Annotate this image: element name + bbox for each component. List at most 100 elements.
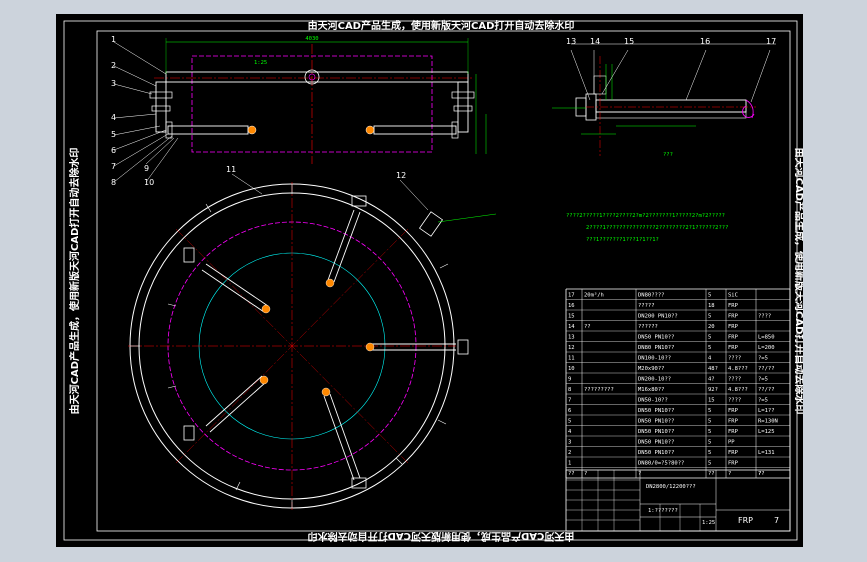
cad-drawing-canvas[interactable]: 由天河CAD产品生成，使用新版天河CAD打开自动去除水印 由天河CAD产品生成，… [56,14,803,547]
bom-cell-qty: 5 [708,345,711,351]
title-material: FRP [738,516,753,525]
bom-cell-mat: FRP [728,461,739,467]
bom-cell-mat: PP [728,440,735,446]
bom-cell-no: 16 [568,303,575,309]
bom-cell-spec: DN80/0=?5?80?? [638,461,684,467]
bom-cell-spec: M16x80?? [638,387,665,393]
part-label-3: 3 [111,79,116,88]
bom-cell-spec: DN50 PN10?? [638,408,674,414]
bom-header-cell: ?? [708,471,715,477]
part-label-2: 2 [111,61,116,70]
part-label-12: 12 [396,171,406,180]
bom-cell-qty: 15 [708,398,715,404]
watermark-right: 由天河CAD产品生成，使用新版天河CAD打开自动去除水印 [793,148,803,415]
bom-cell-qty: 5 [708,419,711,425]
bom-cell-no: 6 [568,408,571,414]
bom-cell-note: L=200 [758,345,775,351]
bom-cell-no: 1 [568,461,571,467]
bom-header-cell: ?? [758,471,765,477]
bom-cell-note: L=1?? [758,408,775,414]
bom-header-cell: ?? [568,471,575,477]
bom-cell-spec: DN50 PN10?? [638,419,674,425]
part-label-10: 10 [144,178,154,187]
note-line-3: ???1???????1???1?1??1? [586,237,659,243]
bom-cell-note: L=850 [758,335,775,341]
bom-cell-note: L=125 [758,429,775,435]
bom-cell-qty: 5 [708,335,711,341]
inner-frame [96,30,791,532]
bom-cell-mat: FRP [728,303,739,309]
bom-cell-note: ?=5 [758,377,768,383]
bom-cell-note: R=130N [758,419,778,425]
bom-cell-qty: 5 [708,429,711,435]
bom-cell-no: 7 [568,398,571,404]
right-view-leaders [570,49,771,103]
bom-cell-mat: SiC [728,293,738,299]
part-label-16: 16 [700,37,710,46]
bom-cell-note: ?=5 [758,398,768,404]
bom-cell-spec: DN50-10?? [638,398,668,404]
section-note: ??? [663,152,673,158]
bom-cell-note: ??/?? [758,387,775,393]
drawing-number: DN2800/12200??? [646,484,696,490]
bom-cell-no: 15 [568,314,575,320]
bom-cell-qty: 18 [708,303,715,309]
bom-cell-spec: DN50 PN10?? [638,450,674,456]
bom-cell-spec: ?????? [638,324,658,330]
plan-top-dimension: 4030 [305,36,318,42]
bom-cell-qty: 5 [708,440,711,446]
bom-cell-mat: FRP [728,419,739,425]
bom-cell-mat: FRP [728,335,739,341]
bom-cell-spec: M20x90?? [638,366,665,372]
bom-header-cell: ? [638,471,641,477]
part-label-17: 17 [766,37,776,46]
part-label-5: 5 [111,130,116,139]
bom-header-cell: ? [728,471,731,477]
bom-cell-qty: 5 [708,293,711,299]
part-label-6: 6 [111,146,116,155]
bom-cell-no: 13 [568,335,575,341]
bom-cell-qty: 20 [708,324,715,330]
bom-cell-qty: 5 [708,408,711,414]
bom-cell-mat: FRP [728,429,739,435]
bom-cell-no: 14 [568,324,575,330]
cad-viewport[interactable]: 由天河CAD产品生成，使用新版天河CAD打开自动去除水印 由天河CAD产品生成，… [56,14,803,547]
part-label-15: 15 [624,37,634,46]
bom-cell-qty: 5 [708,461,711,467]
bom-cell-mat: FRP [728,314,739,320]
part-label-13: 13 [566,37,576,46]
bom-cell-no: 10 [568,366,575,372]
bom-cell-no: 4 [568,429,572,435]
bom-cell-name: ????????? [584,387,614,393]
part-label-14: 14 [590,37,600,46]
bom-cell-mat: FRP [728,450,739,456]
left-scale-note: 1:25 [254,60,267,66]
watermark-bottom: 由天河CAD产品生成，使用新版天河CAD打开自动去除水印 [308,530,575,543]
bom-cell-qty: 48? [708,366,718,372]
bom-cell-name: ?? [584,324,591,330]
bom-cell-no: 2 [568,450,571,456]
bom-cell-mat: ???? [728,377,741,383]
bom-cell-mat: FRP [728,408,739,414]
watermark-left: 由天河CAD产品生成，使用新版天河CAD打开自动去除水印 [68,148,81,415]
part-label-7: 7 [111,162,116,171]
bom-cell-no: 3 [568,440,571,446]
scale-text: 1:25 [702,520,715,526]
part-label-9: 9 [144,164,149,173]
outer-frame [63,20,798,541]
bom-cell-no: 17 [568,293,575,299]
bom-cell-spec: DN50 PN10?? [638,429,674,435]
bom-cell-mat: ???? [728,398,741,404]
bom-cell-name: 20m³/h [584,292,604,299]
title-block: DN2800/12200??? 1:??????? 1:25 FRP 7 [565,469,791,532]
weight-text: 1:??????? [648,508,678,514]
bom-cell-mat: 4.8??? [728,387,748,393]
bom-cell-qty: 4 [708,356,712,362]
part-label-4: 4 [111,113,116,122]
bom-cell-spec: DN80 PN10?? [638,345,674,351]
side-elevation-view: 4030 1:25 [149,36,487,164]
bom-cell-qty: 92? [708,387,718,393]
sheet-number: 7 [774,516,779,525]
bom-cell-mat: FRP [728,324,739,330]
